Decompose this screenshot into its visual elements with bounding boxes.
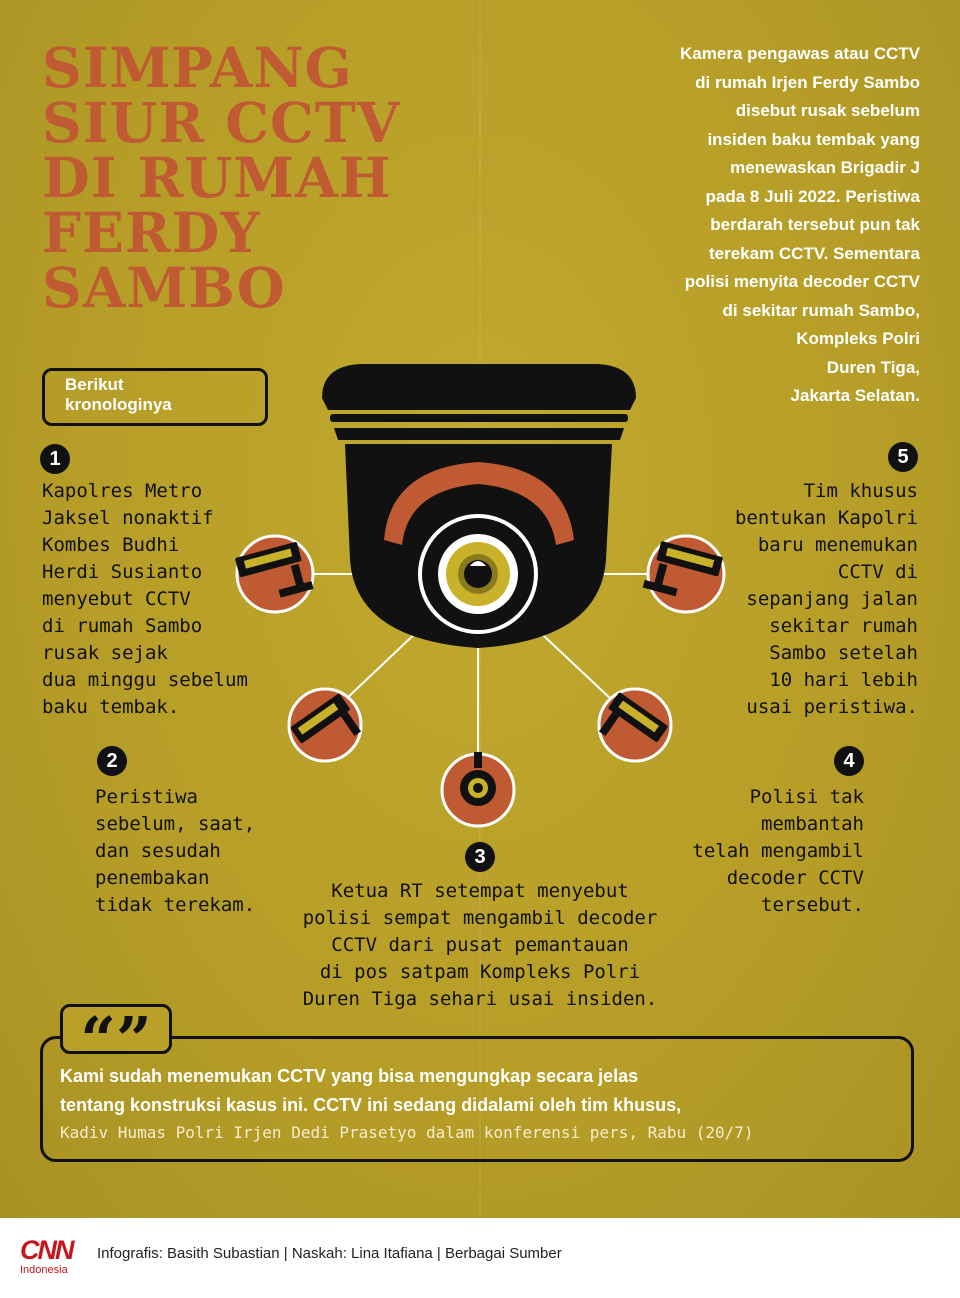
- intro-line: terekam CCTV. Sementara: [708, 243, 920, 263]
- quote-mark-icon: “”: [60, 1004, 172, 1054]
- step-line: 10 hari lebih: [769, 669, 918, 691]
- camera-3-icon: [440, 752, 516, 828]
- intro-line: Kompleks Polri: [796, 329, 920, 348]
- intro-line: Jakarta Selatan.: [790, 386, 920, 405]
- intro-paragraph: Kamera pengawas atau CCTV di rumah Irjen…: [540, 40, 920, 411]
- step-line: di pos satpam Kompleks Polri: [319, 961, 641, 983]
- step-line: decoder CCTV: [726, 867, 864, 889]
- title-line: SAMBO: [42, 255, 286, 320]
- step-line: baku tembak.: [42, 696, 180, 718]
- step-line: dua minggu sebelum: [42, 669, 248, 691]
- footer-credit: Infografis: Basith Subastian | Naskah: L…: [97, 1245, 562, 1262]
- step-line: Jaksel nonaktif: [42, 507, 214, 529]
- step-line: Peristiwa: [95, 786, 198, 808]
- step-line: telah mengambil: [692, 840, 864, 862]
- step-line: bentukan Kapolri: [734, 507, 918, 529]
- quote-box: [40, 1036, 914, 1162]
- step-line: CCTV di: [837, 561, 918, 583]
- step-3-text: Ketua RT setempat menyebut polisi sempat…: [280, 878, 680, 1013]
- chronology-label-line: Berikut: [65, 375, 124, 394]
- title-line: SIMPANG: [42, 35, 353, 100]
- step-line: Sambo setelah: [769, 642, 918, 664]
- camera-4-icon: [597, 687, 673, 763]
- intro-line: disebut rusak sebelum: [735, 101, 920, 120]
- title-line: FERDY: [42, 200, 261, 265]
- title-line: SIUR CCTV: [42, 90, 401, 155]
- title-line: DI RUMAH: [42, 145, 392, 210]
- cnn-indonesia-logo: CNN Indonesia: [20, 1236, 80, 1280]
- intro-line: Duren Tiga,: [826, 357, 920, 377]
- step-line: membantah: [761, 813, 864, 835]
- step-line: usai peristiwa.: [746, 696, 918, 718]
- step-line: Herdi Susianto: [42, 561, 203, 583]
- step-line: dan sesudah: [95, 840, 221, 862]
- step-1-text: Kapolres Metro Jaksel nonaktif Kombes Bu…: [42, 478, 248, 721]
- step-line: Duren Tiga sehari usai insiden.: [302, 988, 658, 1010]
- step-2-text: Peristiwa sebelum, saat, dan sesudah pen…: [95, 784, 255, 919]
- step-line: tidak terekam.: [95, 894, 256, 916]
- logo-sub: Indonesia: [20, 1264, 68, 1276]
- intro-line: di sekitar rumah Sambo,: [722, 300, 920, 320]
- step-2-number: 2: [97, 746, 127, 776]
- step-1-number: 1: [40, 444, 70, 474]
- logo-word: CNN: [20, 1235, 75, 1265]
- cctv-illustration: [235, 364, 726, 828]
- intro-line: pada 8 Juli 2022. Peristiwa: [705, 186, 920, 206]
- step-4-number: 4: [834, 746, 864, 776]
- step-line: Tim khusus: [803, 480, 918, 502]
- camera-5-icon: [642, 534, 726, 614]
- intro-line: di rumah Irjen Ferdy Sambo: [695, 72, 920, 92]
- intro-line: polisi menyita decoder CCTV: [684, 272, 920, 291]
- step-line: menyebut CCTV: [42, 588, 191, 610]
- step-line: sebelum, saat,: [95, 813, 256, 835]
- step-line: Kapolres Metro: [42, 480, 203, 502]
- quote-text: Kami sudah menemukan CCTV yang bisa meng…: [60, 1062, 900, 1120]
- step-line: tersebut.: [761, 894, 864, 916]
- intro-line: menewaskan Brigadir J: [730, 158, 920, 177]
- dome-camera-icon: [322, 364, 636, 648]
- step-line: CCTV dari pusat pemantauan: [331, 934, 629, 956]
- step-line: baru menemukan: [757, 534, 918, 556]
- step-line: rusak sejak: [42, 642, 168, 664]
- step-3-number: 3: [465, 842, 495, 872]
- quote-source: Kadiv Humas Polri Irjen Dedi Prasetyo da…: [60, 1123, 754, 1142]
- camera-1-icon: [235, 534, 315, 614]
- chronology-label-box: Berikut kronologinya: [42, 368, 268, 426]
- step-line: polisi sempat mengambil decoder: [302, 907, 658, 929]
- step-line: di rumah Sambo: [42, 615, 203, 637]
- quote-line: Kami sudah menemukan CCTV yang bisa meng…: [60, 1066, 639, 1086]
- footer: CNN Indonesia Infografis: Basith Subasti…: [0, 1218, 960, 1298]
- chronology-label-line: kronologinya: [65, 395, 172, 414]
- step-line: Polisi tak: [749, 786, 864, 808]
- step-5-number: 5: [888, 442, 918, 472]
- intro-line: Kamera pengawas atau CCTV: [680, 44, 920, 63]
- step-line: sekitar rumah: [769, 615, 918, 637]
- quote-line: tentang konstruksi kasus ini. CCTV ini s…: [60, 1095, 682, 1115]
- camera-2-icon: [287, 687, 363, 763]
- step-line: Kombes Budhi: [42, 534, 180, 556]
- step-line: Ketua RT setempat menyebut: [331, 880, 629, 902]
- step-4-text: Polisi tak membantah telah mengambil dec…: [692, 784, 864, 919]
- intro-line: berdarah tersebut pun tak: [710, 215, 920, 234]
- page-title: SIMPANG SIUR CCTV DI RUMAH FERDY SAMBO: [42, 40, 400, 315]
- step-line: penembakan: [95, 867, 210, 889]
- step-line: sepanjang jalan: [746, 588, 918, 610]
- step-5-text: Tim khusus bentukan Kapolri baru menemuk…: [735, 478, 918, 721]
- intro-line: insiden baku tembak yang: [707, 129, 920, 149]
